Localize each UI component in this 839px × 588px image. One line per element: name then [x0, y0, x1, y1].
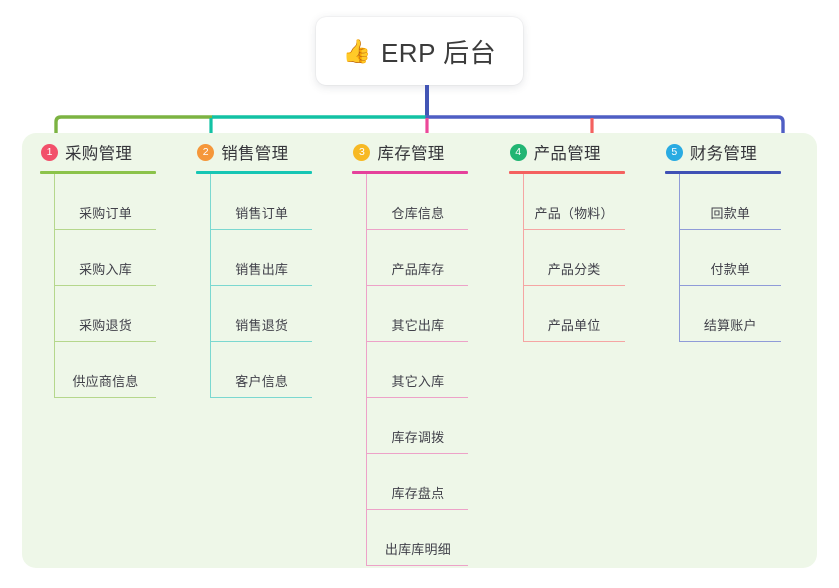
list-item-label: 采购退货: [79, 318, 132, 333]
column-rule-5: [664, 171, 781, 174]
list-item[interactable]: 产品分类: [523, 230, 625, 286]
list-item[interactable]: 库存盘点: [367, 454, 469, 510]
column-rule-1: [40, 171, 156, 174]
list-item-label: 其它出库: [391, 318, 445, 333]
list-item[interactable]: 客户信息: [211, 342, 313, 398]
column-container: 1 采购管理采购订单采购入库采购退货供应商信息 2 销售管理销售订单销售出库销售退货客…: [22, 133, 817, 568]
list-item-label: 客户信息: [235, 374, 289, 389]
column-items-2: 销售订单销售出库销售退货客户信息: [210, 174, 348, 398]
column-title-4: 产品管理: [533, 145, 601, 163]
column-2: 2 销售管理销售订单销售出库销售退货客户信息: [192, 133, 348, 568]
list-item[interactable]: 销售订单: [211, 174, 313, 230]
list-item-label: 其它入库: [391, 374, 445, 389]
list-item-label: 库存调拨: [391, 430, 445, 445]
list-item-label: 销售订单: [235, 206, 289, 221]
column-title-1: 采购管理: [65, 145, 133, 163]
root-node-label: ERP 后台: [380, 37, 497, 68]
list-item[interactable]: 结算账户: [679, 286, 781, 342]
list-item[interactable]: 回款单: [679, 174, 781, 230]
list-item[interactable]: 其它入库: [367, 342, 469, 398]
column-5: 5 财务管理回款单付款单结算账户: [661, 133, 817, 568]
list-item-label: 库存盘点: [391, 486, 445, 501]
column-badge-1: 1: [41, 143, 58, 161]
list-item-label: 采购入库: [79, 262, 132, 277]
column-1: 1 采购管理采购订单采购入库采购退货供应商信息: [36, 133, 192, 568]
column-badge-2: 2: [197, 143, 215, 161]
column-badge-5: 5: [665, 143, 683, 161]
list-item[interactable]: 其它出库: [367, 286, 469, 342]
list-item[interactable]: 采购入库: [55, 230, 156, 286]
column-items-5: 回款单付款单结算账户: [678, 174, 817, 342]
list-item-label: 出库库明细: [384, 542, 451, 557]
list-item[interactable]: 销售退货: [211, 286, 313, 342]
column-3: 3 库存管理仓库信息产品库存其它出库其它入库库存调拨库存盘点出库库明细: [348, 133, 504, 568]
column-header-5[interactable]: 5 财务管理: [661, 133, 817, 171]
column-rule-3: [352, 171, 469, 174]
list-item-label: 仓库信息: [391, 206, 445, 221]
list-item[interactable]: 产品（物料）: [523, 174, 625, 230]
root-node-title: 👍 ERP 后台: [343, 33, 496, 70]
list-item-label: 付款单: [710, 262, 751, 277]
column-items-4: 产品（物料） 产品分类产品单位: [522, 174, 661, 342]
list-item-label: 销售出库: [235, 262, 289, 277]
column-4: 4 产品管理产品（物料） 产品分类产品单位: [505, 133, 661, 568]
list-item-label: 产品分类: [547, 262, 601, 277]
column-items-1: 采购订单采购入库采购退货供应商信息: [54, 174, 192, 398]
list-item-label: 产品（物料）: [534, 206, 614, 221]
list-item[interactable]: 出库库明细: [367, 510, 469, 566]
column-rule-4: [508, 171, 625, 174]
list-item[interactable]: 采购退货: [55, 286, 156, 342]
list-item-label: 结算账户: [703, 318, 757, 333]
column-badge-3: 3: [353, 143, 371, 161]
list-item-label: 采购订单: [79, 206, 132, 221]
thumbs-up-icon: 👍: [342, 37, 372, 64]
column-title-3: 库存管理: [377, 145, 445, 163]
list-item[interactable]: 仓库信息: [367, 174, 469, 230]
column-header-1[interactable]: 1 采购管理: [36, 133, 192, 171]
list-item[interactable]: 供应商信息: [55, 342, 156, 398]
column-rule-2: [196, 171, 313, 174]
list-item-label: 回款单: [710, 206, 751, 221]
list-item[interactable]: 库存调拨: [367, 398, 469, 454]
list-item[interactable]: 付款单: [679, 230, 781, 286]
list-item-label: 产品单位: [547, 318, 601, 333]
root-node-card[interactable]: 👍 ERP 后台: [316, 17, 523, 85]
list-item-label: 供应商信息: [72, 374, 139, 389]
column-header-4[interactable]: 4 产品管理: [505, 133, 661, 171]
column-items-3: 仓库信息产品库存其它出库其它入库库存调拨库存盘点出库库明细: [366, 174, 504, 566]
column-header-2[interactable]: 2 销售管理: [192, 133, 348, 171]
list-item[interactable]: 销售出库: [211, 230, 313, 286]
list-item-label: 销售退货: [235, 318, 289, 333]
column-header-3[interactable]: 3 库存管理: [348, 133, 504, 171]
column-badge-4: 4: [509, 143, 527, 161]
list-item[interactable]: 产品库存: [367, 230, 469, 286]
list-item-label: 产品库存: [391, 262, 445, 277]
column-title-5: 财务管理: [689, 145, 758, 163]
column-title-2: 销售管理: [221, 145, 289, 163]
list-item[interactable]: 产品单位: [523, 286, 625, 342]
list-item[interactable]: 采购订单: [55, 174, 156, 230]
content-panel: [22, 133, 817, 568]
